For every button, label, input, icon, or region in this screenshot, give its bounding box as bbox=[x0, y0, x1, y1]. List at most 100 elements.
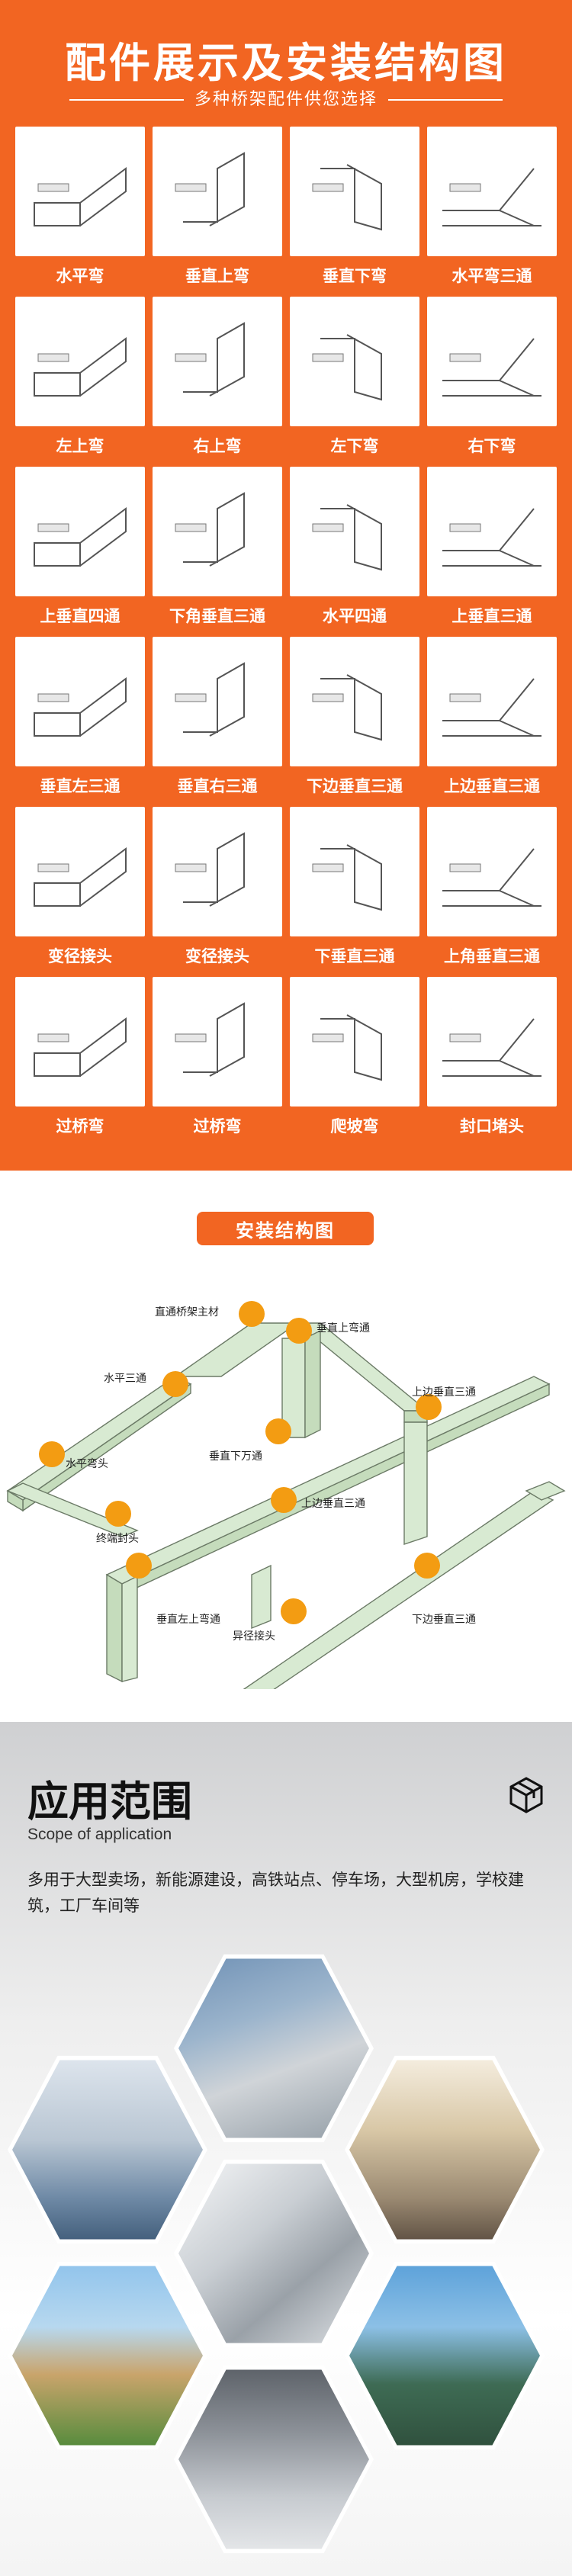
part-image bbox=[290, 467, 419, 596]
cable-tray-fitting-icon bbox=[301, 482, 408, 581]
cable-tray-fitting-icon bbox=[27, 312, 133, 411]
part-card: 过桥弯 bbox=[153, 977, 282, 1147]
cable-tray-fitting-icon bbox=[164, 482, 271, 581]
cable-tray-fitting-icon bbox=[164, 652, 271, 751]
photo-cable-tray bbox=[178, 2163, 369, 2343]
part-image bbox=[427, 977, 557, 1107]
part-label: 过桥弯 bbox=[56, 1117, 104, 1135]
part-image bbox=[15, 467, 145, 596]
part-image bbox=[15, 297, 145, 426]
part-card: 水平弯三通 bbox=[427, 127, 557, 297]
part-image bbox=[15, 127, 145, 256]
photo-school bbox=[12, 2266, 203, 2446]
callout-bottom-vertical-tee: 下边垂直三通 bbox=[412, 1613, 476, 1625]
part-card: 爬坡弯 bbox=[290, 977, 419, 1147]
part-label: 水平弯三通 bbox=[451, 267, 532, 285]
scope-description: 多用于大型卖场，新能源建设，高铁站点、停车场，大型机房，学校建筑，工厂车间等 bbox=[27, 1871, 524, 1915]
install-diagram bbox=[6, 1301, 566, 1689]
part-label: 上垂直三通 bbox=[451, 607, 532, 625]
callout-top-vertical-tee-2: 上边垂直三通 bbox=[301, 1497, 365, 1509]
cable-tray-fitting-icon bbox=[301, 652, 408, 751]
part-card: 下边垂直三通 bbox=[290, 637, 419, 807]
callout-horizontal-elbow: 水平弯头 bbox=[66, 1457, 108, 1469]
cable-tray-fitting-icon bbox=[439, 142, 545, 241]
cable-tray-fitting-icon bbox=[301, 992, 408, 1091]
callout-vertical-left-up-bend: 垂直左上弯通 bbox=[156, 1613, 220, 1625]
part-label: 垂直左三通 bbox=[40, 777, 121, 795]
photo-station bbox=[349, 2266, 540, 2446]
callout-reducer: 异径接头 bbox=[233, 1630, 275, 1642]
part-card: 下垂直三通 bbox=[290, 807, 419, 977]
cable-tray-fitting-icon bbox=[164, 142, 271, 241]
cable-tray-fitting-icon bbox=[301, 142, 408, 241]
part-label: 上垂直四通 bbox=[40, 607, 121, 625]
install-badge: 安装结构图 bbox=[197, 1212, 374, 1245]
part-card: 垂直上弯 bbox=[153, 127, 282, 297]
part-card: 封口堵头 bbox=[427, 977, 557, 1147]
part-card: 水平四通 bbox=[290, 467, 419, 637]
callout-top-vertical-tee: 上边垂直三通 bbox=[412, 1386, 476, 1398]
part-image bbox=[290, 637, 419, 766]
callout-vertical-down-cross: 垂直下万通 bbox=[209, 1450, 262, 1462]
cable-tray-fitting-icon bbox=[439, 482, 545, 581]
photo-factory bbox=[12, 2060, 203, 2240]
part-image bbox=[153, 467, 282, 596]
part-image bbox=[153, 637, 282, 766]
part-label: 上边垂直三通 bbox=[444, 777, 540, 795]
part-label: 左下弯 bbox=[330, 437, 379, 455]
part-label: 垂直右三通 bbox=[177, 777, 258, 795]
part-card: 下角垂直三通 bbox=[153, 467, 282, 637]
part-label: 垂直上弯 bbox=[185, 267, 249, 285]
part-image bbox=[427, 127, 557, 256]
cable-tray-fitting-icon bbox=[164, 992, 271, 1091]
part-label: 右下弯 bbox=[468, 437, 516, 455]
part-label: 水平弯 bbox=[56, 267, 104, 285]
part-image bbox=[153, 127, 282, 256]
callout-vertical-up-bend: 垂直上弯通 bbox=[317, 1322, 370, 1334]
parts-title: 配件展示及安装结构图 bbox=[65, 39, 507, 87]
part-card: 变径接头 bbox=[153, 807, 282, 977]
part-label: 上角垂直三通 bbox=[444, 947, 540, 965]
part-card: 垂直下弯 bbox=[290, 127, 419, 297]
part-label: 过桥弯 bbox=[193, 1117, 242, 1135]
part-image bbox=[153, 977, 282, 1107]
part-card: 变径接头 bbox=[15, 807, 145, 977]
part-image bbox=[290, 977, 419, 1107]
cube-icon bbox=[509, 1777, 543, 1813]
part-image bbox=[427, 807, 557, 936]
scope-section: 应用范围 Scope of application 多用于大型卖场，新能源建设，… bbox=[0, 1722, 572, 2576]
part-image bbox=[15, 637, 145, 766]
cable-tray-fitting-icon bbox=[27, 482, 133, 581]
cable-tray-fitting-icon bbox=[27, 992, 133, 1091]
cable-tray-fitting-icon bbox=[301, 312, 408, 411]
part-card: 上垂直三通 bbox=[427, 467, 557, 637]
cable-tray-fitting-icon bbox=[439, 992, 545, 1091]
part-image bbox=[290, 127, 419, 256]
part-label: 右上弯 bbox=[193, 437, 242, 455]
part-card: 左上弯 bbox=[15, 297, 145, 467]
part-label: 变径接头 bbox=[185, 947, 249, 965]
part-label: 下角垂直三通 bbox=[169, 607, 265, 625]
callout-horizontal-tee: 水平三通 bbox=[104, 1372, 146, 1384]
part-card: 左下弯 bbox=[290, 297, 419, 467]
part-card: 右上弯 bbox=[153, 297, 282, 467]
cable-tray-fitting-icon bbox=[27, 652, 133, 751]
part-card: 过桥弯 bbox=[15, 977, 145, 1147]
cable-tray-fitting-icon bbox=[301, 822, 408, 921]
callout-main-tray: 直通桥架主材 bbox=[155, 1306, 219, 1318]
scope-subtitle: Scope of application bbox=[27, 1826, 172, 1843]
part-image bbox=[153, 297, 282, 426]
photo-parking bbox=[178, 2369, 369, 2549]
part-image bbox=[290, 807, 419, 936]
part-label: 爬坡弯 bbox=[330, 1117, 379, 1135]
cable-tray-fitting-icon bbox=[439, 312, 545, 411]
part-card: 上边垂直三通 bbox=[427, 637, 557, 807]
part-image bbox=[15, 977, 145, 1107]
part-label: 下垂直三通 bbox=[314, 947, 395, 965]
parts-subtitle: 多种桥架配件供您选择 bbox=[0, 85, 572, 110]
cable-tray-fitting-icon bbox=[27, 822, 133, 921]
part-card: 上垂直四通 bbox=[15, 467, 145, 637]
part-label: 垂直下弯 bbox=[323, 267, 387, 285]
part-image bbox=[427, 297, 557, 426]
cable-tray-fitting-icon bbox=[164, 312, 271, 411]
